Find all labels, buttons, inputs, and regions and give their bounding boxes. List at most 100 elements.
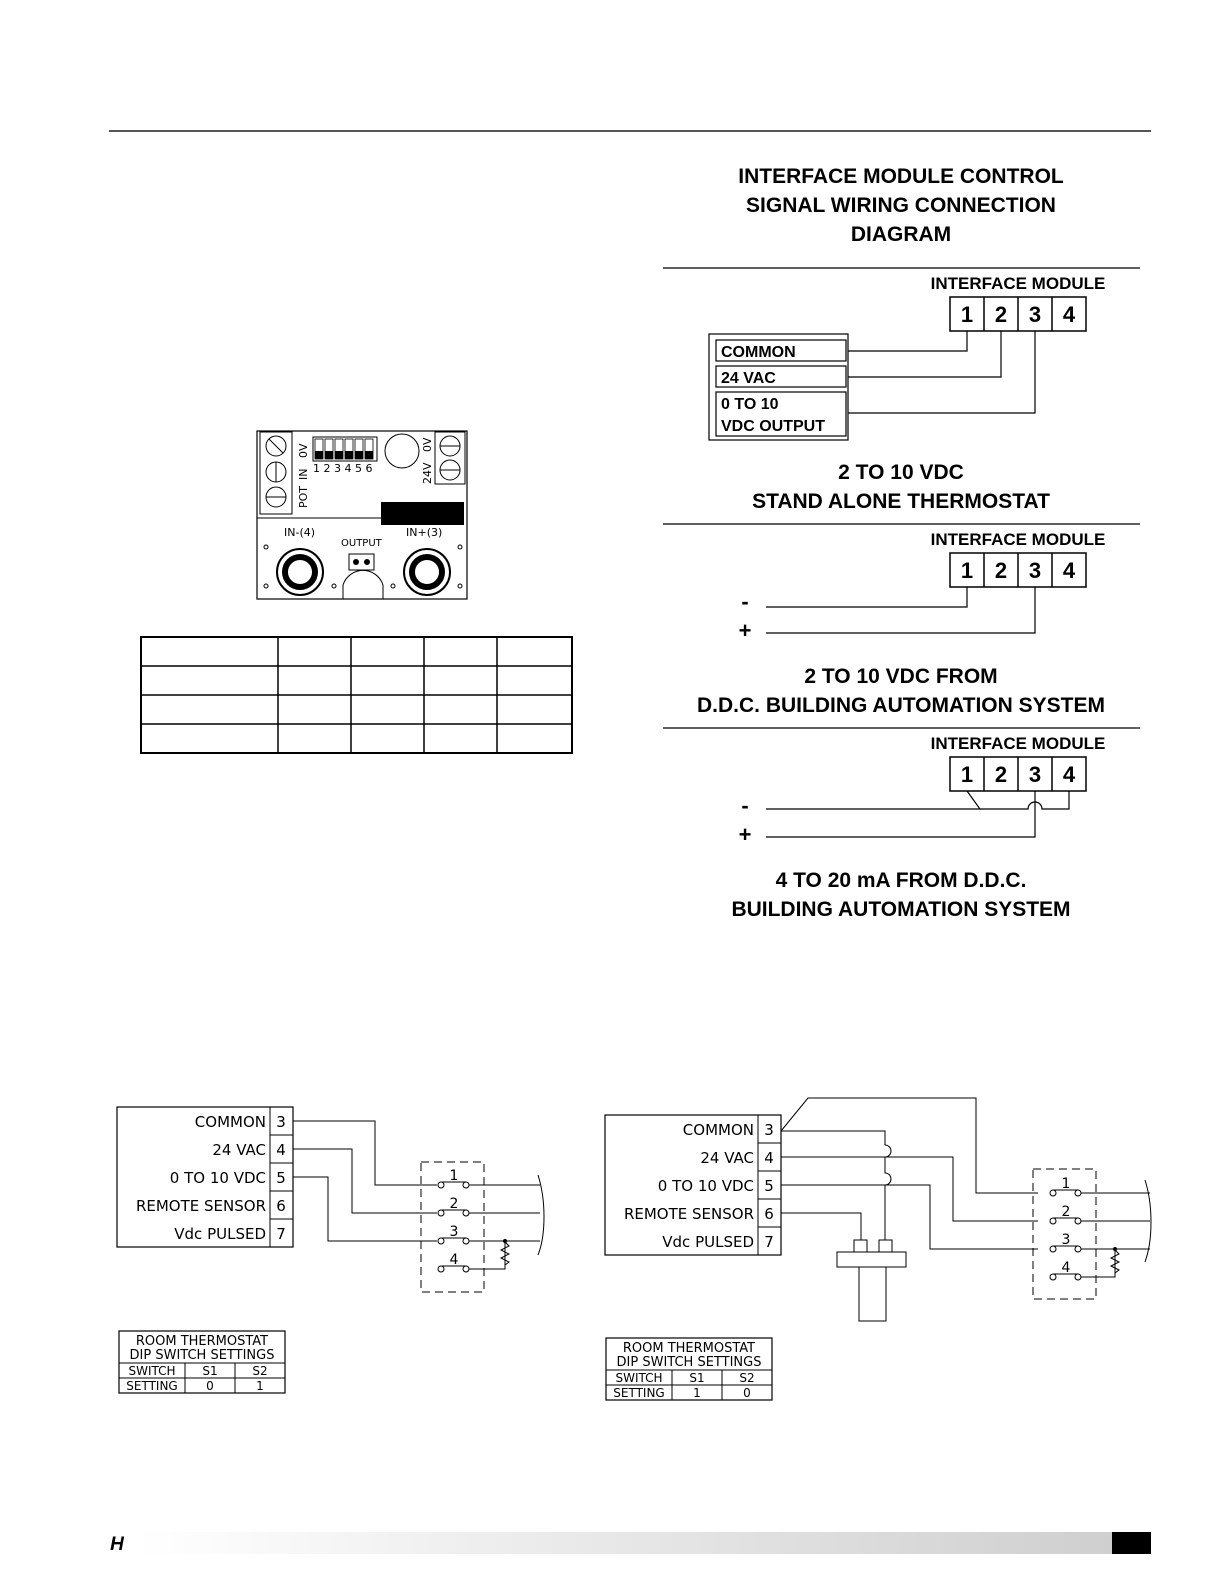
switch-3: 3 <box>1049 1232 1082 1253</box>
section3-caption-line-2: BUILDING AUTOMATION SYSTEM <box>731 898 1070 921</box>
terminal-4: 4 <box>1063 302 1076 327</box>
switch-1: 1 <box>1049 1176 1082 1197</box>
terminal-4: 4 <box>1063 558 1076 583</box>
terminal-block: 1 2 3 4 <box>949 552 1087 588</box>
switch-4: 4 <box>437 1252 470 1273</box>
svg-text:SWITCH: SWITCH <box>128 1364 175 1378</box>
svg-text:3: 3 <box>450 1224 459 1240</box>
terminal-3: 3 <box>1029 762 1041 787</box>
module-label: INTERFACE MODULE <box>931 530 1106 549</box>
row-num-6: 6 <box>276 1197 286 1215</box>
interface-module-diagram: INTERFACE MODULE CONTROL SIGNAL WIRING C… <box>663 165 1140 921</box>
svg-text:S2: S2 <box>252 1364 267 1378</box>
diagram-title-line-2: SIGNAL WIRING CONNECTION <box>746 194 1056 217</box>
resistor <box>499 1241 511 1266</box>
logo-icon: H <box>110 1534 125 1555</box>
section2-caption-line-2: D.D.C. BUILDING AUTOMATION SYSTEM <box>697 694 1105 717</box>
switch-2: 2 <box>437 1196 470 1217</box>
terminal-2: 2 <box>995 302 1007 327</box>
label-24v: 24V <box>421 462 434 484</box>
input-terminal-plus <box>403 548 451 596</box>
switch-3: 3 <box>437 1224 470 1245</box>
svg-text:DIP SWITCH SETTINGS: DIP SWITCH SETTINGS <box>617 1355 762 1370</box>
terminal-block: 1 2 3 4 <box>949 296 1087 332</box>
module-label: INTERFACE MODULE <box>931 274 1106 293</box>
page-number-box <box>1112 1532 1151 1554</box>
minus-label: - <box>741 793 748 818</box>
footer: H <box>110 1532 1151 1555</box>
section1-caption-line-2: STAND ALONE THERMOSTAT <box>752 490 1050 513</box>
terminal-2: 2 <box>995 762 1007 787</box>
row-label-vdc-pulsed: Vdc PULSED <box>174 1225 266 1243</box>
svg-text:2: 2 <box>1062 1204 1071 1220</box>
switch-box <box>1032 1168 1097 1300</box>
svg-text:DIP SWITCH SETTINGS: DIP SWITCH SETTINGS <box>130 1348 275 1363</box>
terminal-block: 1 2 3 4 <box>949 756 1087 792</box>
capacitor <box>384 433 420 469</box>
svg-text:2: 2 <box>450 1196 459 1212</box>
svg-text:4: 4 <box>450 1252 459 1268</box>
svg-text:1: 1 <box>450 1168 459 1184</box>
svg-text:1: 1 <box>256 1379 264 1393</box>
row-num-7: 7 <box>276 1225 286 1243</box>
plus-label: + <box>739 822 752 847</box>
terminal-1: 1 <box>961 558 973 583</box>
row-label-24vac: 24 VAC <box>212 1141 266 1159</box>
svg-text:0: 0 <box>206 1379 214 1393</box>
cable-break <box>537 1174 545 1256</box>
dip-numbers: 1 2 3 4 5 6 <box>313 462 372 475</box>
row-label-0to10vdc: 0 TO 10 VDC <box>658 1177 754 1195</box>
label-in-plus: IN+(3) <box>406 526 442 539</box>
row-label-remote-sensor: REMOTE SENSOR <box>136 1197 266 1215</box>
thermostat-common: COMMON <box>721 344 796 361</box>
svg-text:4: 4 <box>1062 1260 1071 1276</box>
row-num-3: 3 <box>276 1113 286 1131</box>
svg-text:H: H <box>110 1534 125 1555</box>
resistor <box>1109 1249 1121 1274</box>
minus-label: - <box>741 589 748 614</box>
label-0v-left: 0V <box>297 443 310 458</box>
svg-text:0: 0 <box>743 1386 751 1400</box>
svg-text:1: 1 <box>693 1386 701 1400</box>
board-black-label <box>381 502 464 525</box>
row-num-3: 3 <box>764 1121 774 1139</box>
switch-2: 2 <box>1049 1204 1082 1225</box>
svg-text:1: 1 <box>1062 1176 1071 1192</box>
footer-bar <box>137 1532 1112 1554</box>
switch-1: 1 <box>437 1168 470 1189</box>
row-num-4: 4 <box>276 1141 286 1159</box>
row-label-vdc-pulsed: Vdc PULSED <box>662 1233 754 1251</box>
remote-sensor <box>836 1239 907 1322</box>
diagram-title-line-1: INTERFACE MODULE CONTROL <box>738 165 1064 188</box>
svg-text:SETTING: SETTING <box>126 1379 177 1393</box>
right-wiring-diagram: COMMON 24 VAC 0 TO 10 VDC REMOTE SENSOR … <box>604 1097 1152 1401</box>
terminal-2: 2 <box>995 558 1007 583</box>
svg-text:3: 3 <box>1062 1232 1071 1248</box>
svg-text:S1: S1 <box>202 1364 217 1378</box>
row-label-0to10vdc: 0 TO 10 VDC <box>170 1169 266 1187</box>
thermostat-box: COMMON 24 VAC 0 TO 10 VDC OUTPUT <box>708 333 849 441</box>
terminal-4: 4 <box>1063 762 1076 787</box>
svg-text:S1: S1 <box>689 1371 704 1385</box>
diagram-title-line-3: DIAGRAM <box>851 223 951 246</box>
svg-text:SETTING: SETTING <box>613 1386 664 1400</box>
row-num-4: 4 <box>764 1149 774 1167</box>
terminal-3: 3 <box>1029 558 1041 583</box>
empty-table <box>140 636 573 754</box>
dip-switch: 1 2 3 4 5 6 <box>312 436 378 475</box>
section-ddc-ma: INTERFACE MODULE 1 2 3 4 - + 4 TO 20 mA … <box>663 727 1140 921</box>
label-pot: POT <box>297 486 310 508</box>
section2-caption-line-1: 2 TO 10 VDC FROM <box>804 665 997 688</box>
right-dip-settings-table: ROOM THERMOSTAT DIP SWITCH SETTINGS SWIT… <box>605 1337 773 1401</box>
section3-caption-line-1: 4 TO 20 mA FROM D.D.C. <box>776 869 1027 892</box>
switch-4: 4 <box>1049 1260 1082 1281</box>
switch-box <box>420 1161 485 1293</box>
section-stand-alone: INTERFACE MODULE 1 2 3 4 COMMON 24 VAC 0… <box>663 267 1140 513</box>
thermostat-vdc-output: VDC OUTPUT <box>721 418 825 435</box>
row-num-7: 7 <box>764 1233 774 1251</box>
output-connector <box>348 553 375 571</box>
screw-terminal <box>265 435 287 457</box>
row-num-5: 5 <box>276 1169 286 1187</box>
svg-text:S2: S2 <box>739 1371 754 1385</box>
